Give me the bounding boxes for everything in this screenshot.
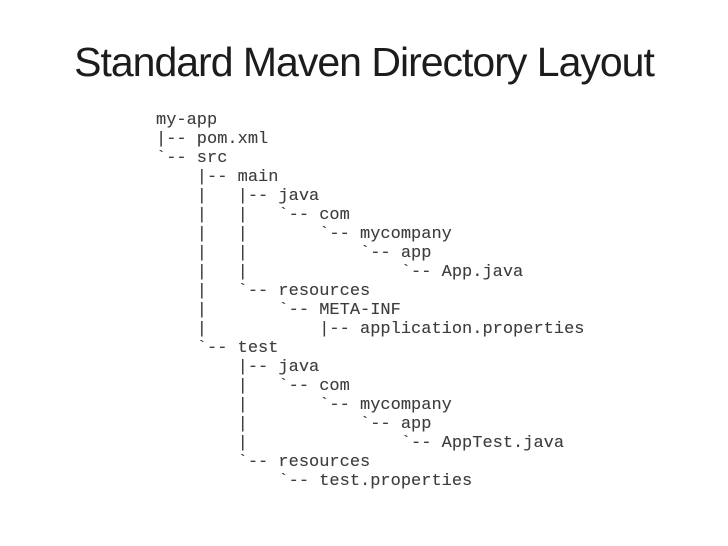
- page-title: Standard Maven Directory Layout: [74, 39, 655, 85]
- directory-tree: my-app |-- pom.xml `-- src |-- main | |-…: [156, 111, 585, 491]
